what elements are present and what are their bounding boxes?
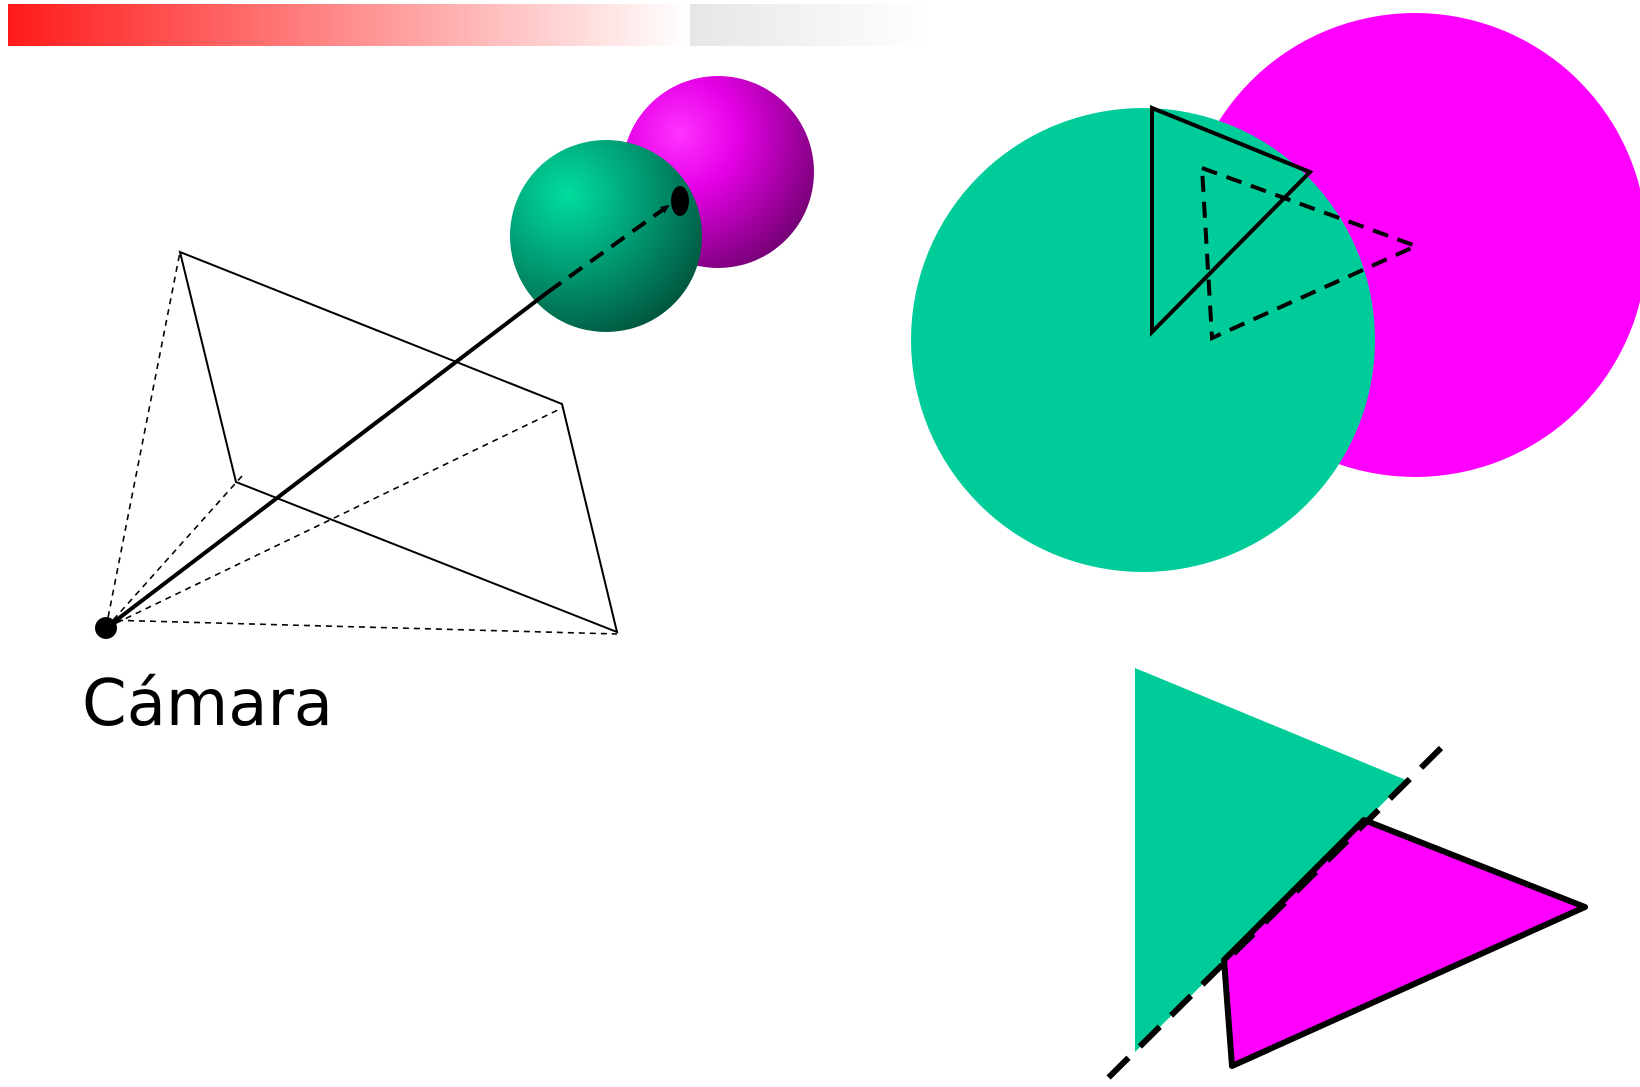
camera-ray — [104, 204, 670, 630]
green-triangle — [1135, 668, 1406, 1052]
green-sphere — [510, 140, 702, 332]
projected-circles-diagram — [911, 13, 1640, 572]
solid-triangle — [1150, 105, 1314, 337]
frustum-edge-top-left — [105, 251, 181, 629]
clipping-diagram — [1099, 668, 1588, 1087]
frustum-edge-bottom-left — [105, 475, 243, 629]
camera-point — [95, 617, 117, 639]
frustum-edge-bottom-right — [105, 619, 618, 635]
ray-tracing-scene: Cámara — [82, 76, 814, 741]
image-plane — [178, 250, 619, 634]
camera-label: Cámara — [82, 667, 333, 741]
header-bar-red-segment — [8, 4, 688, 46]
ray-hit-point — [671, 186, 689, 216]
frustum-edge-top-right — [105, 407, 563, 629]
camera-ray-solid — [104, 290, 550, 630]
header-bar-gray-segment — [690, 4, 930, 46]
view-frustum — [105, 250, 619, 635]
header-gradient-bar — [8, 4, 930, 46]
clipping-line — [1099, 745, 1444, 1087]
dashed-triangle — [1199, 165, 1422, 342]
